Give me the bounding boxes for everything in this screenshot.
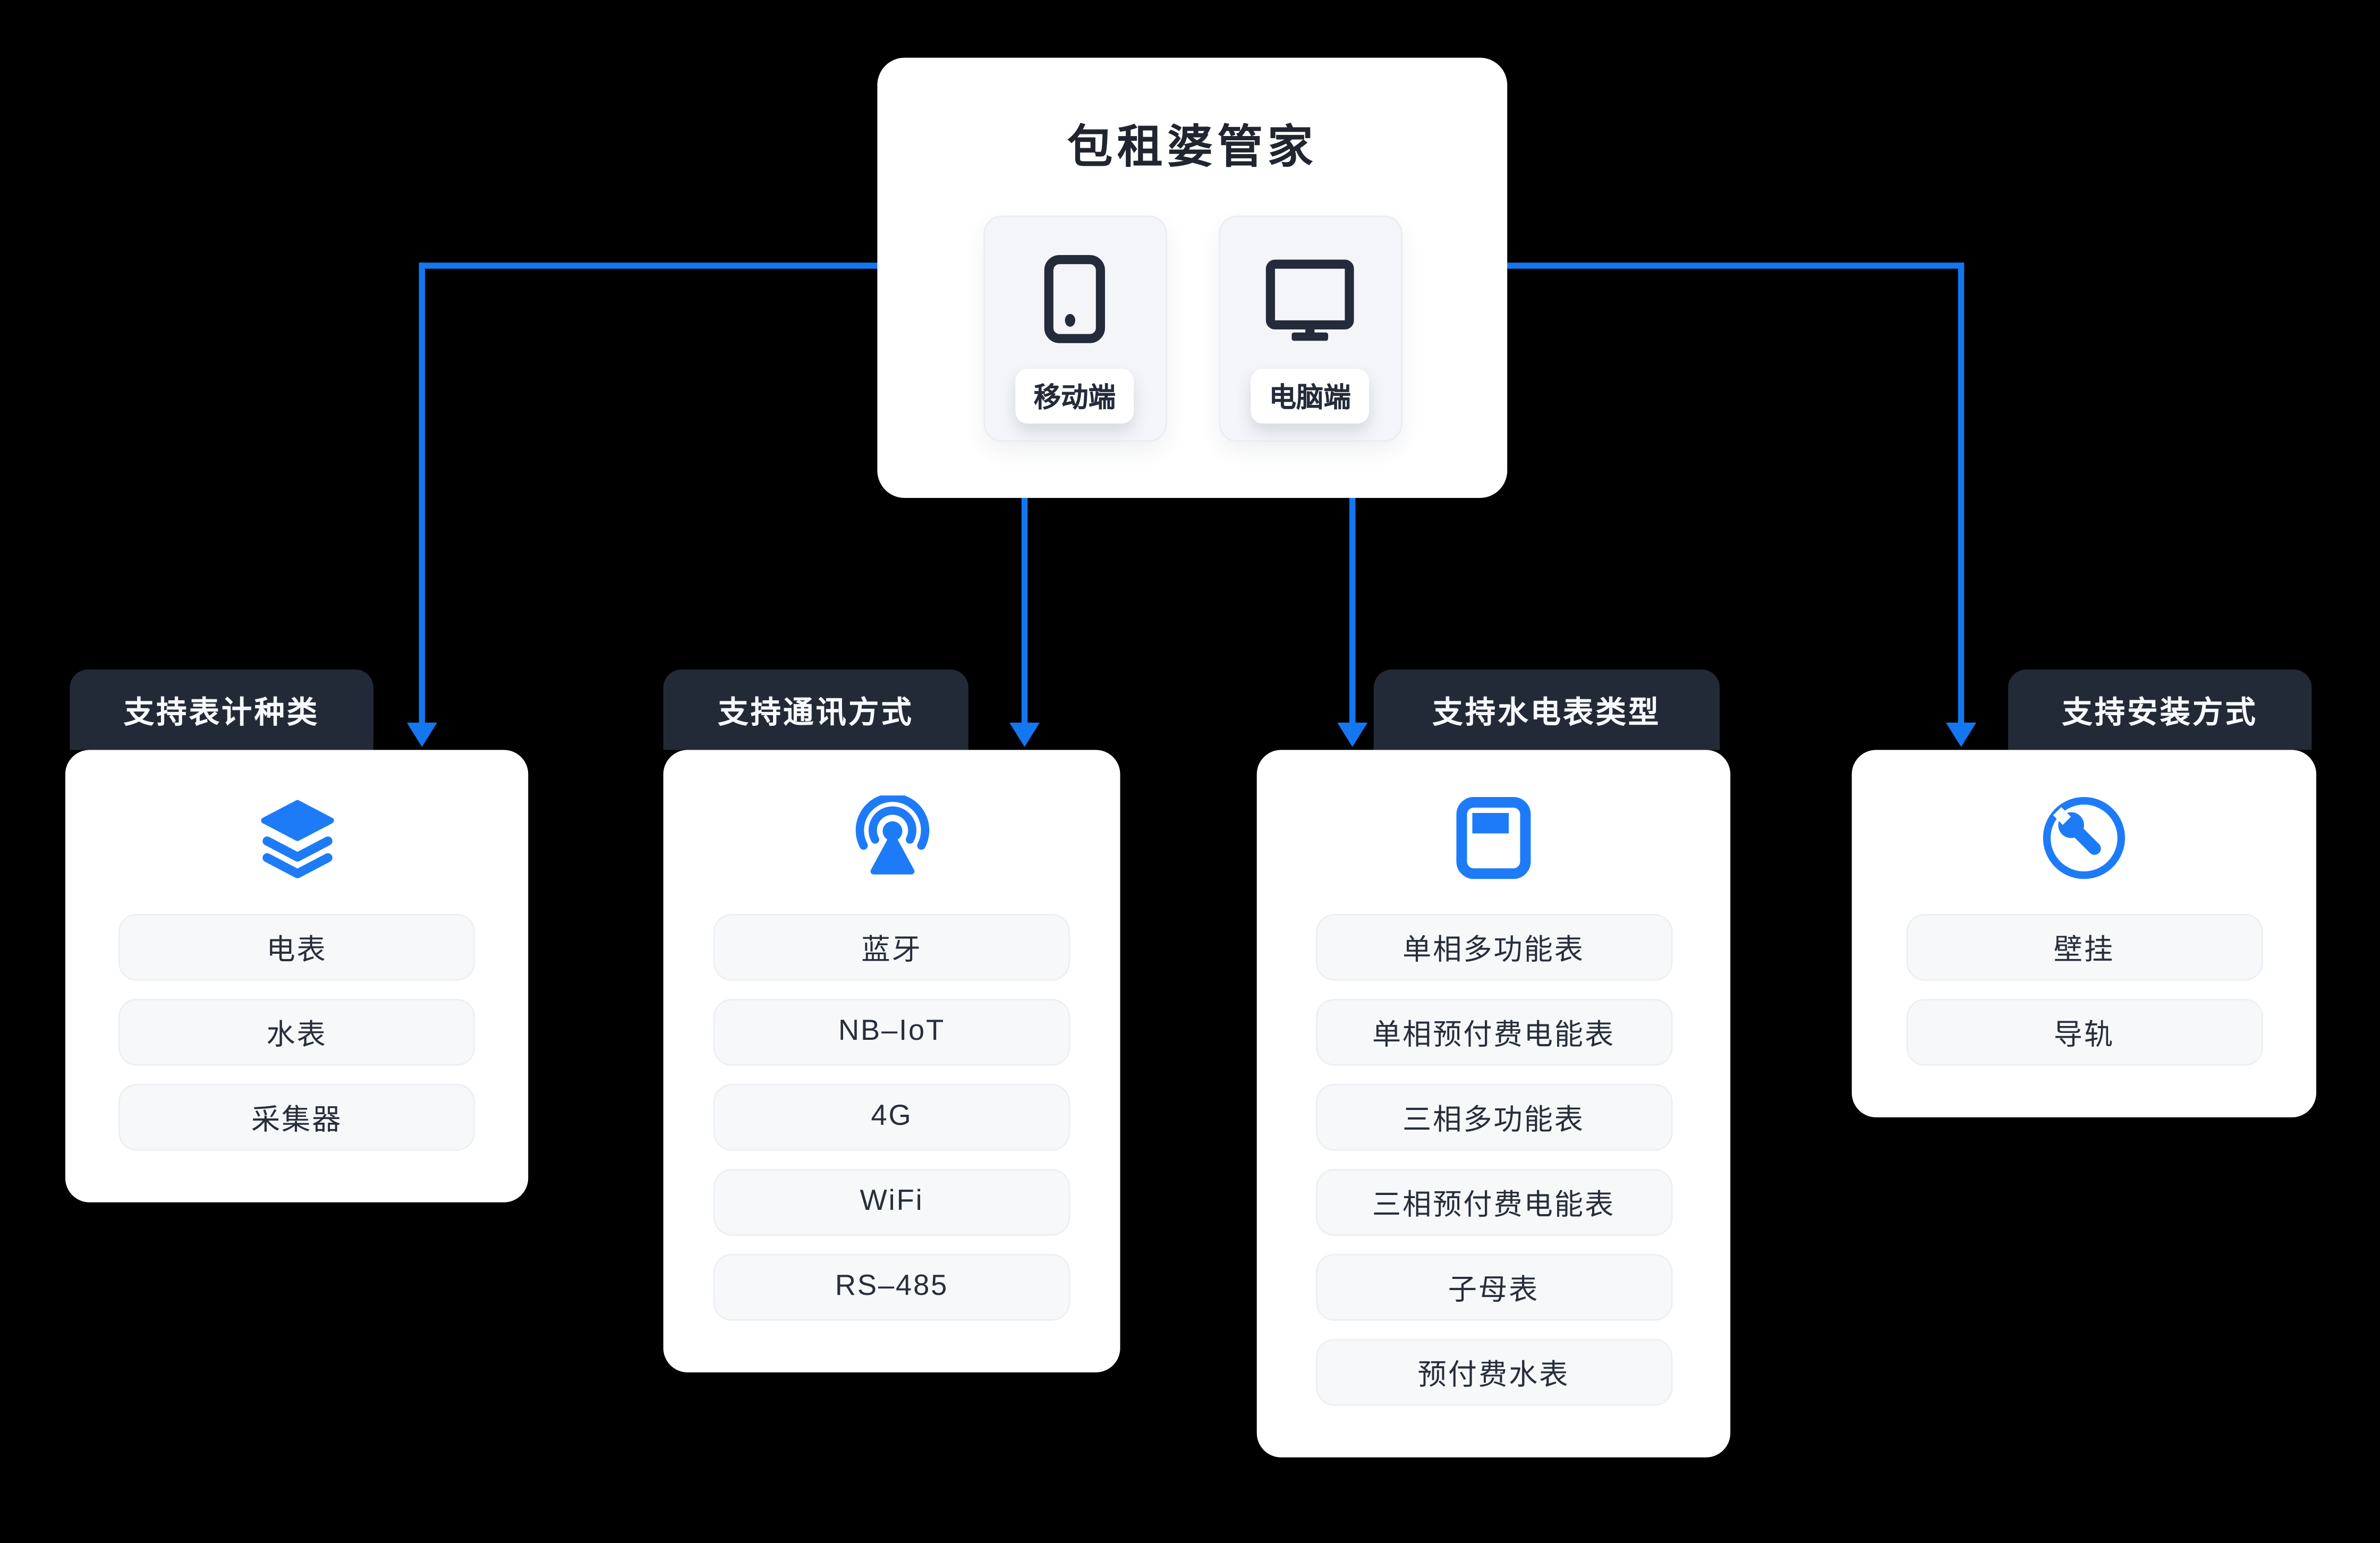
- list-item: 电表: [118, 914, 475, 981]
- list-item: 壁挂: [1906, 914, 2263, 981]
- meter-icon: [1454, 795, 1533, 880]
- list-item: 预付费水表: [1315, 1339, 1672, 1406]
- list-item: 4G: [713, 1084, 1070, 1151]
- list-item: 采集器: [118, 1084, 475, 1151]
- list-item: 三相预付费电能表: [1315, 1169, 1672, 1236]
- connector-right-vertical: [1958, 262, 1965, 723]
- list-item: 蓝牙: [713, 914, 1070, 981]
- item-list: 壁挂 导轨: [1906, 914, 2263, 1066]
- list-item: NB–IoT: [713, 999, 1070, 1066]
- connector-left-vertical: [419, 262, 425, 723]
- page-title: 包租婆管家: [1067, 123, 1318, 173]
- card-meter-types: 单相多功能表 单相预付费电能表 三相多功能表 三相预付费电能表 子母表 预付费水…: [1256, 750, 1731, 1457]
- list-item: 单相多功能表: [1315, 914, 1672, 981]
- item-list: 蓝牙 NB–IoT 4G WiFi RS–485: [713, 914, 1070, 1321]
- arrow-down-icon: [1337, 723, 1368, 747]
- connector-right-horizontal: [1507, 262, 1965, 269]
- tab-installation: 支持安装方式: [2008, 669, 2312, 750]
- platform-mobile: 移动端: [983, 215, 1167, 442]
- list-item: WiFi: [713, 1169, 1070, 1236]
- list-item: 单相预付费电能表: [1315, 999, 1672, 1066]
- list-item: 导轨: [1906, 999, 2263, 1066]
- card-communication: 蓝牙 NB–IoT 4G WiFi RS–485: [663, 750, 1120, 1372]
- tab-meter-types: 支持水电表类型: [1373, 669, 1720, 750]
- card-installation: 壁挂 导轨: [1851, 750, 2316, 1117]
- card-meter-kinds: 电表 水表 采集器: [65, 750, 529, 1202]
- connector-mid-left-vertical: [1021, 496, 1028, 723]
- list-item: 三相多功能表: [1315, 1084, 1672, 1151]
- tab-meter-kinds: 支持表计种类: [70, 669, 373, 750]
- platform-label: 电脑端: [1251, 369, 1370, 424]
- list-item: 子母表: [1315, 1254, 1672, 1321]
- wrench-icon: [2040, 795, 2128, 880]
- item-list: 电表 水表 采集器: [118, 914, 475, 1151]
- connector-left-horizontal: [419, 262, 878, 269]
- list-item: 水表: [118, 999, 475, 1066]
- arrow-down-icon: [406, 723, 437, 747]
- root-card: 包租婆管家 移动端 电脑端: [877, 57, 1508, 498]
- arrow-down-icon: [1009, 723, 1040, 747]
- arrow-down-icon: [1945, 723, 1976, 747]
- connector-mid-right-vertical: [1349, 496, 1356, 723]
- platform-row: 移动端 电脑端: [877, 215, 1507, 442]
- list-item: RS–485: [713, 1254, 1070, 1321]
- item-list: 单相多功能表 单相预付费电能表 三相多功能表 三相预付费电能表 子母表 预付费水…: [1315, 914, 1672, 1406]
- phone-icon: [1043, 235, 1107, 363]
- monitor-icon: [1264, 235, 1355, 363]
- layers-icon: [254, 795, 339, 880]
- platform-desktop: 电脑端: [1218, 215, 1402, 442]
- tab-communication: 支持通讯方式: [663, 669, 968, 750]
- broadcast-icon: [848, 795, 936, 880]
- platform-label: 移动端: [1015, 369, 1134, 424]
